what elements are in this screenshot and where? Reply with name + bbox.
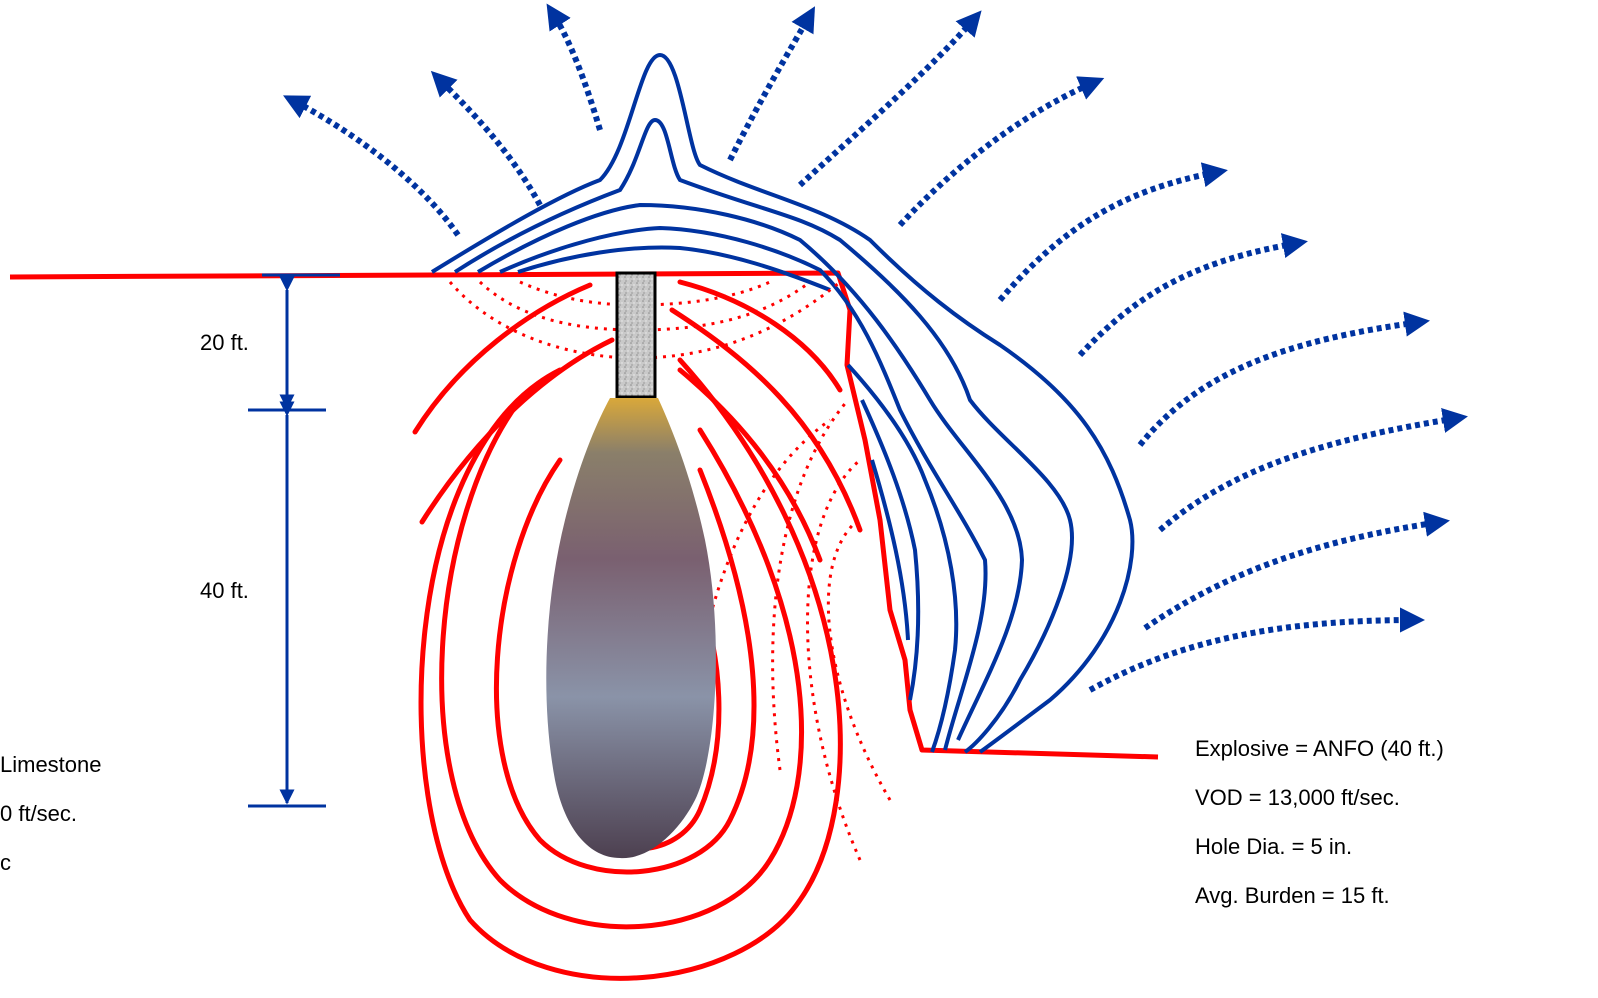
- charge-dimension-label: 40 ft.: [200, 578, 249, 604]
- displacement-contours: [432, 55, 1132, 752]
- rock-velocity-text: 0 ft/sec.: [0, 789, 160, 838]
- explosive-charge: [546, 398, 716, 858]
- stemming-dimension-label: 20 ft.: [200, 330, 249, 356]
- dimension-lines: [248, 290, 326, 806]
- stemming-column: [617, 273, 655, 397]
- burden-text: Avg. Burden = 15 ft.: [1195, 871, 1444, 920]
- blast-parameters: Explosive = ANFO (40 ft.) VOD = 13,000 f…: [1195, 724, 1444, 920]
- vod-text: VOD = 13,000 ft/sec.: [1195, 773, 1444, 822]
- unit-fragment-text: c: [0, 838, 160, 887]
- explosive-text: Explosive = ANFO (40 ft.): [1195, 724, 1444, 773]
- rock-type-text: Limestone: [0, 740, 160, 789]
- left-info-panel: Limestone 0 ft/sec. c: [0, 740, 160, 887]
- hole-diameter-text: Hole Dia. = 5 in.: [1195, 822, 1444, 871]
